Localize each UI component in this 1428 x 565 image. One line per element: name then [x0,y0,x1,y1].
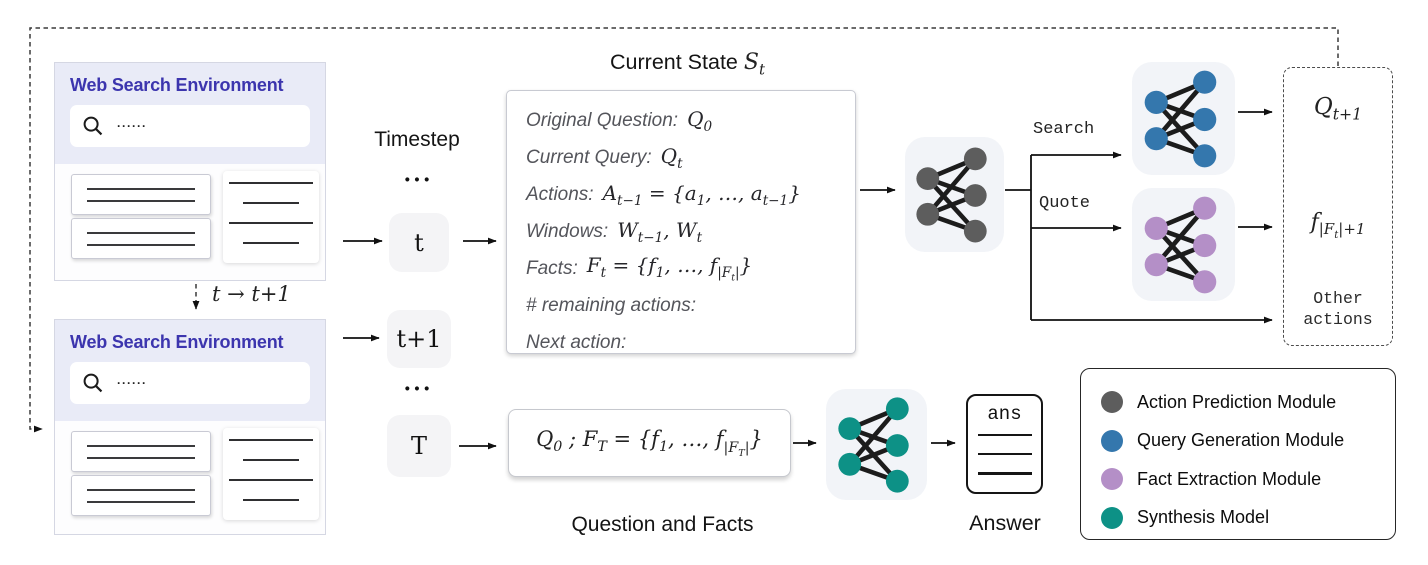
neural-network-icon [1144,70,1217,168]
state-row-actions: Actions: At−1 = {a1, …, at−1} [526,180,801,209]
state-row-next-action: Next action: [526,331,627,353]
question-and-facts-caption: Question and Facts [571,513,754,536]
legend-dot-fact-extraction [1101,468,1123,491]
result-card [71,174,211,215]
output-new-fact: f|Ft|+1 [1310,210,1366,242]
result-panel [223,171,319,263]
action-outputs-box: Qt+1 f|Ft|+1 Other actions [1283,67,1393,346]
web-search-environment-title: Web Search Environment [70,332,284,352]
answer-text-line [977,434,1032,437]
results-area [55,164,325,280]
answer-text-line [977,472,1032,475]
legend-item: Query Generation Module [1101,422,1395,461]
net-nodes [916,147,987,243]
branch-trunk-line [1005,155,1032,320]
legend-dot-action-prediction [1101,391,1123,414]
legend-dot-query-generation [1101,429,1123,452]
legend-item: Fact Extraction Module [1101,460,1395,499]
search-icon [83,373,103,392]
state-row-remaining-actions: # remaining actions: [526,294,697,316]
result-line [243,242,299,244]
legend-item: Action Prediction Module [1101,383,1395,422]
net-nodes [838,397,909,493]
search-bar: ······ [70,105,310,147]
current-state-title-math: St [743,50,765,79]
branch-label-search: Search [1033,120,1095,139]
net-nodes [1144,70,1217,168]
results-area [55,421,325,537]
result-card [71,475,211,516]
neural-network-icon [916,147,987,243]
result-panel [223,428,319,520]
current-state-title-text: Current State [610,50,738,74]
legend-label: Synthesis Model [1137,507,1270,528]
result-card [71,431,211,472]
timestep-ellipsis: ··· [403,167,433,193]
search-bar: ······ [70,362,310,404]
state-row-current-query: Current Query: Qt [526,143,683,172]
question-facts-math: Q0 ; FT = {f1, …, f|FT|} [536,427,763,459]
web-search-environment-top: Web Search Environment ······ [54,62,326,281]
action-prediction-module [905,137,1004,252]
fact-extraction-module [1132,188,1235,301]
search-placeholder-dots: ······ [117,376,147,390]
timestep-label: Timestep [374,128,460,151]
net-nodes [1144,196,1217,294]
neural-network-icon [1144,196,1217,294]
result-line [229,222,313,224]
env-header: Web Search Environment ······ [55,63,325,164]
answer-text-line [977,453,1032,456]
result-line [243,202,299,204]
answer-doc-label: ans [987,403,1022,425]
legend-item: Synthesis Model [1101,499,1395,538]
query-generation-module [1132,62,1235,175]
feedback-loop-dashed-path [29,27,1339,433]
legend-dot-synthesis [1101,506,1123,529]
current-state-box: Original Question: Q0 Current Query: Qt … [506,90,856,354]
timestep-box-T: T [387,415,451,477]
timestep-ellipsis: ··· [403,376,433,402]
env-header: Web Search Environment ······ [55,320,325,421]
state-row-facts: Facts: Ft = {f1, …, f|Ft|} [526,253,753,284]
web-search-environment-title: Web Search Environment [70,75,284,95]
neural-network-icon [838,397,909,493]
result-line [229,439,313,441]
synthesis-model [826,389,927,500]
timestep-box-t-plus-1: t+1 [387,310,451,368]
answer-caption: Answer [969,511,1041,535]
current-state-title: Current State St [545,50,830,78]
output-next-query: Qt+1 [1313,94,1363,124]
answer-document: ans [966,394,1043,494]
search-placeholder-dots: ······ [117,119,147,133]
result-line [243,459,299,461]
branch-label-quote: Quote [1039,194,1091,213]
web-search-environment-bottom: Web Search Environment ······ [54,319,326,535]
search-icon [83,116,103,135]
output-other-actions: Other actions [1303,289,1373,329]
result-line [229,479,313,481]
state-row-original-question: Original Question: Q0 [526,106,713,135]
legend: Action Prediction Module Query Generatio… [1080,368,1396,540]
state-row-windows: Windows: Wt−1, Wt [526,217,703,246]
timestep-transition-label: t → t+1 [212,282,291,306]
result-line [243,499,299,501]
question-and-facts-box: Q0 ; FT = {f1, …, f|FT|} [508,409,791,477]
result-card [71,218,211,259]
legend-label: Fact Extraction Module [1137,468,1322,489]
timestep-box-t: t [389,213,449,272]
legend-label: Action Prediction Module [1137,391,1337,412]
result-line [229,182,313,184]
legend-label: Query Generation Module [1137,430,1345,451]
